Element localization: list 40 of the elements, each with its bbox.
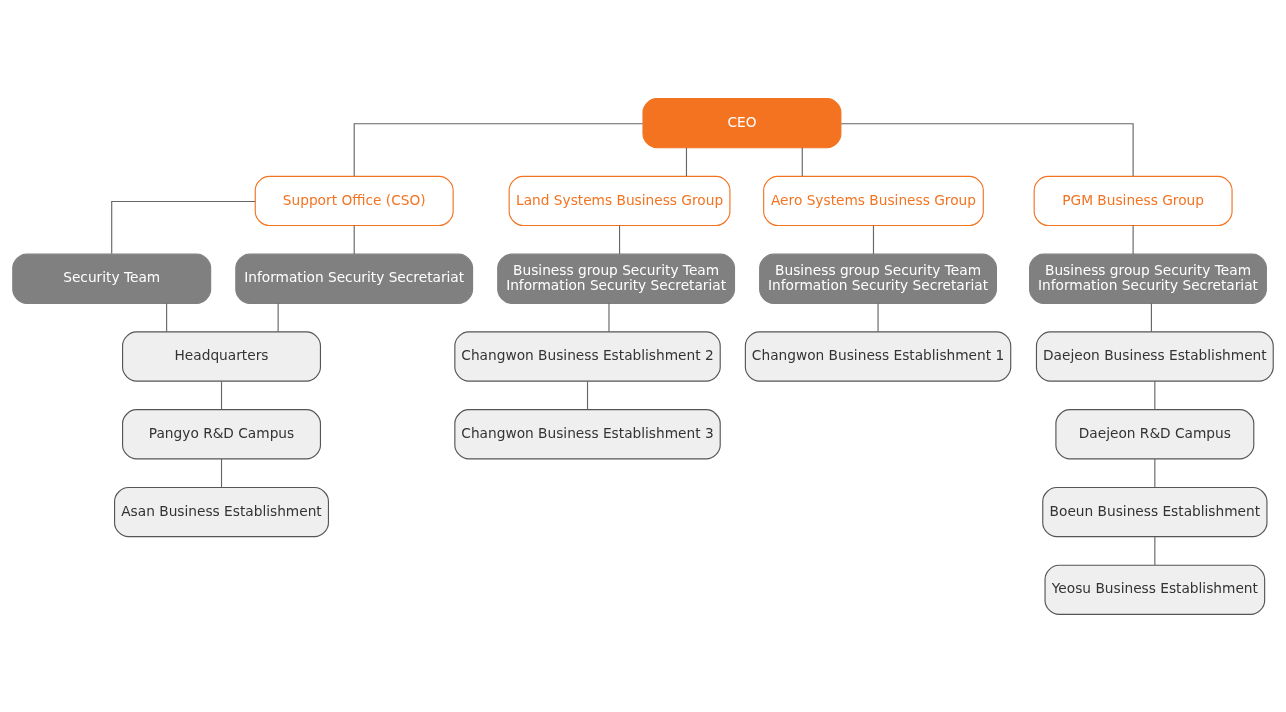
connector <box>618 224 621 255</box>
node-box: PGM Business Group <box>1033 175 1233 226</box>
connector <box>166 302 168 332</box>
node-box: Asan Business Establishment <box>114 486 330 537</box>
node-box: Headquarters <box>122 330 321 382</box>
connector <box>1154 380 1156 410</box>
connector <box>1154 535 1156 566</box>
connector <box>277 302 279 332</box>
connector <box>220 380 223 410</box>
connector <box>111 200 256 254</box>
node-box: Daejeon R&D Campus <box>1055 408 1255 459</box>
node-box: Yeosu Business Establishment <box>1044 564 1266 615</box>
node-box: Land Systems Business Group <box>508 175 731 226</box>
node-box: CEO <box>642 97 842 148</box>
connector <box>877 302 879 332</box>
connector <box>1154 457 1156 488</box>
connector <box>353 224 355 255</box>
connector <box>1150 302 1152 332</box>
connector <box>586 380 589 410</box>
node-box: Changwon Business Establishment 3 <box>454 408 721 459</box>
connector <box>872 224 875 255</box>
node-box: Changwon Business Establishment 2 <box>454 330 721 382</box>
connector <box>840 122 1134 177</box>
connector <box>608 302 610 332</box>
connector <box>220 457 223 488</box>
connector <box>1132 224 1134 255</box>
connector <box>353 122 644 177</box>
node-box: Business group Security Team Information Security Secretariat <box>759 253 997 304</box>
node-box: Support Office (CSO) <box>254 175 454 226</box>
node-box: Business group Security Team Information Security Secretariat <box>1029 253 1267 304</box>
node-box: Information Security Secretariat <box>235 253 474 304</box>
node-box: Daejeon Business Establishment <box>1035 330 1274 382</box>
node-box: Pangyo R&D Campus <box>122 408 321 459</box>
node-box: Business group Security Team Information Security Secretariat <box>497 253 736 304</box>
node-box: Changwon Business Establishment 1 <box>744 330 1012 382</box>
node-box: Aero Systems Business Group <box>763 175 984 226</box>
node-box: Boeun Business Establishment <box>1042 486 1268 537</box>
connector <box>801 146 803 177</box>
connector <box>685 146 688 177</box>
node-box: Security Team <box>12 253 212 304</box>
